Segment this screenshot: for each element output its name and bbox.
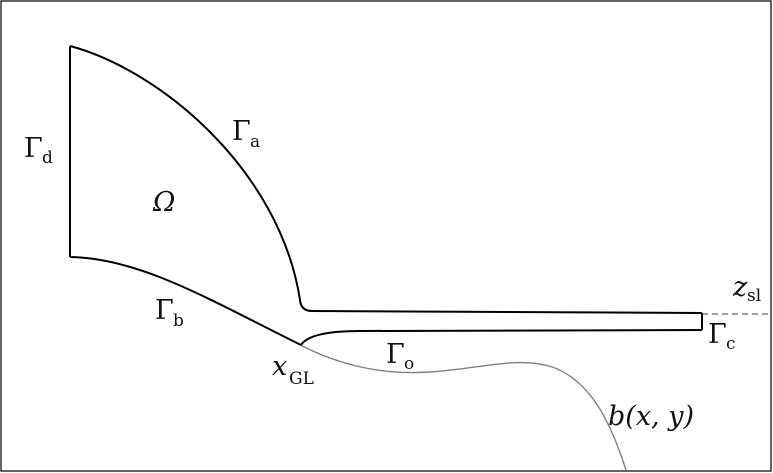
label-z-sl-sub: sl: [747, 286, 761, 306]
label-x-gl-main: x: [272, 351, 287, 382]
label-gamma-d-sub: d: [42, 148, 53, 168]
boundary-gamma-b: [69, 256, 302, 346]
boundary-gamma-a: [69, 45, 703, 314]
label-gamma-o-main: Γ: [386, 339, 405, 370]
label-gamma-d-main: Γ: [24, 133, 43, 164]
label-gamma-c-sub: c: [726, 334, 736, 354]
label-omega: Ω: [152, 187, 175, 218]
label-z-sl: z sl: [732, 272, 761, 306]
label-gamma-a-sub: a: [250, 132, 260, 152]
label-gamma-a: Γ a: [232, 116, 260, 152]
bed-topography-curve: [299, 344, 627, 471]
label-x-gl-sub: GL: [289, 369, 314, 389]
label-gamma-b: Γ b: [155, 295, 184, 331]
label-gamma-d: Γ d: [24, 133, 53, 168]
label-gamma-c-main: Γ: [708, 319, 727, 350]
label-gamma-b-main: Γ: [155, 295, 174, 326]
label-gamma-b-sub: b: [173, 311, 184, 331]
label-gamma-o-sub: o: [404, 354, 414, 374]
label-x-gl: x GL: [272, 351, 314, 389]
label-gamma-a-main: Γ: [232, 116, 251, 147]
boundary-gamma-o: [300, 329, 703, 346]
label-gamma-o: Γ o: [386, 339, 414, 374]
label-z-sl-main: z: [732, 272, 748, 303]
label-bed: b(x, y): [608, 401, 694, 432]
label-gamma-c: Γ c: [708, 319, 736, 354]
